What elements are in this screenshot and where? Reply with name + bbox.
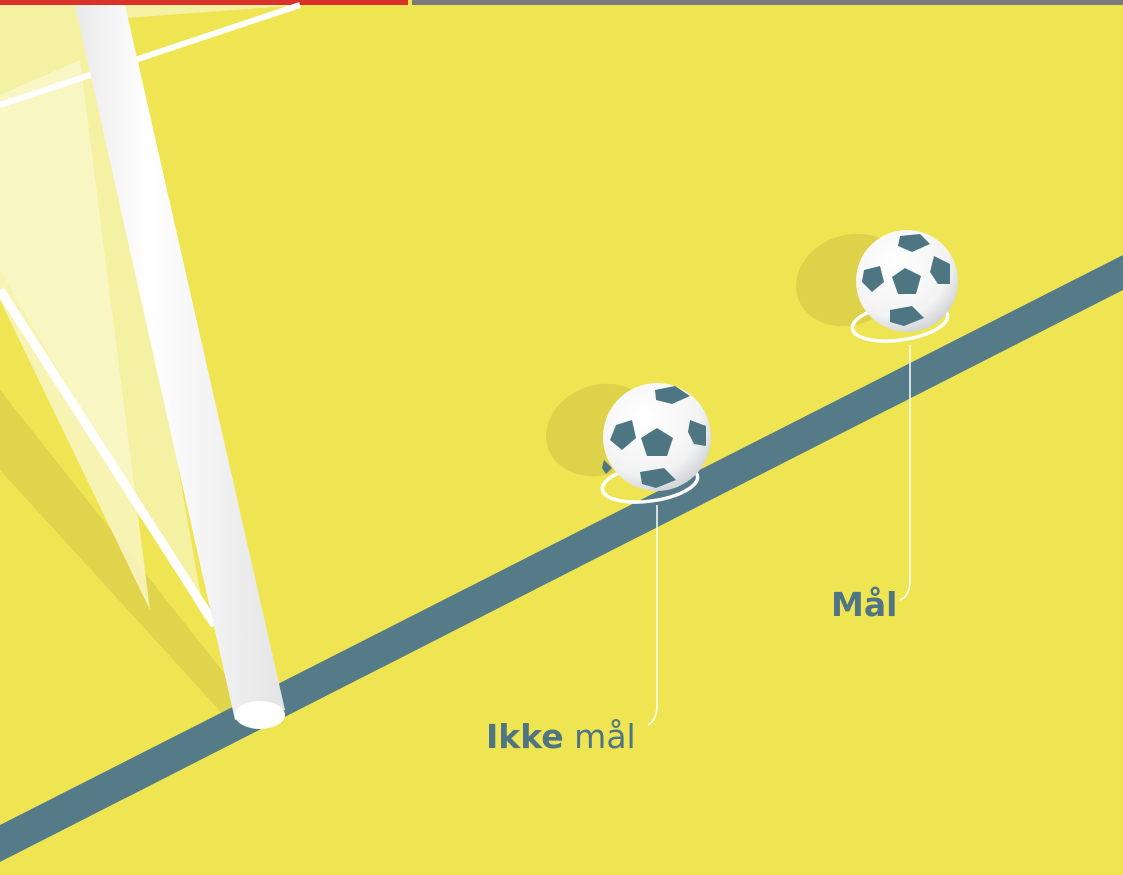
- label-goal: Mål: [831, 588, 897, 621]
- top-bar-red: [0, 0, 408, 5]
- goal-post-base: [235, 701, 285, 729]
- ball-goal: [856, 230, 958, 332]
- label-goal-text: Mål: [831, 585, 897, 624]
- label-no-goal-bold: Ikke: [486, 717, 564, 756]
- label-no-goal-regular: mål: [574, 717, 636, 756]
- top-bar-grey: [412, 0, 1123, 5]
- label-no-goal: Ikke mål: [486, 720, 636, 753]
